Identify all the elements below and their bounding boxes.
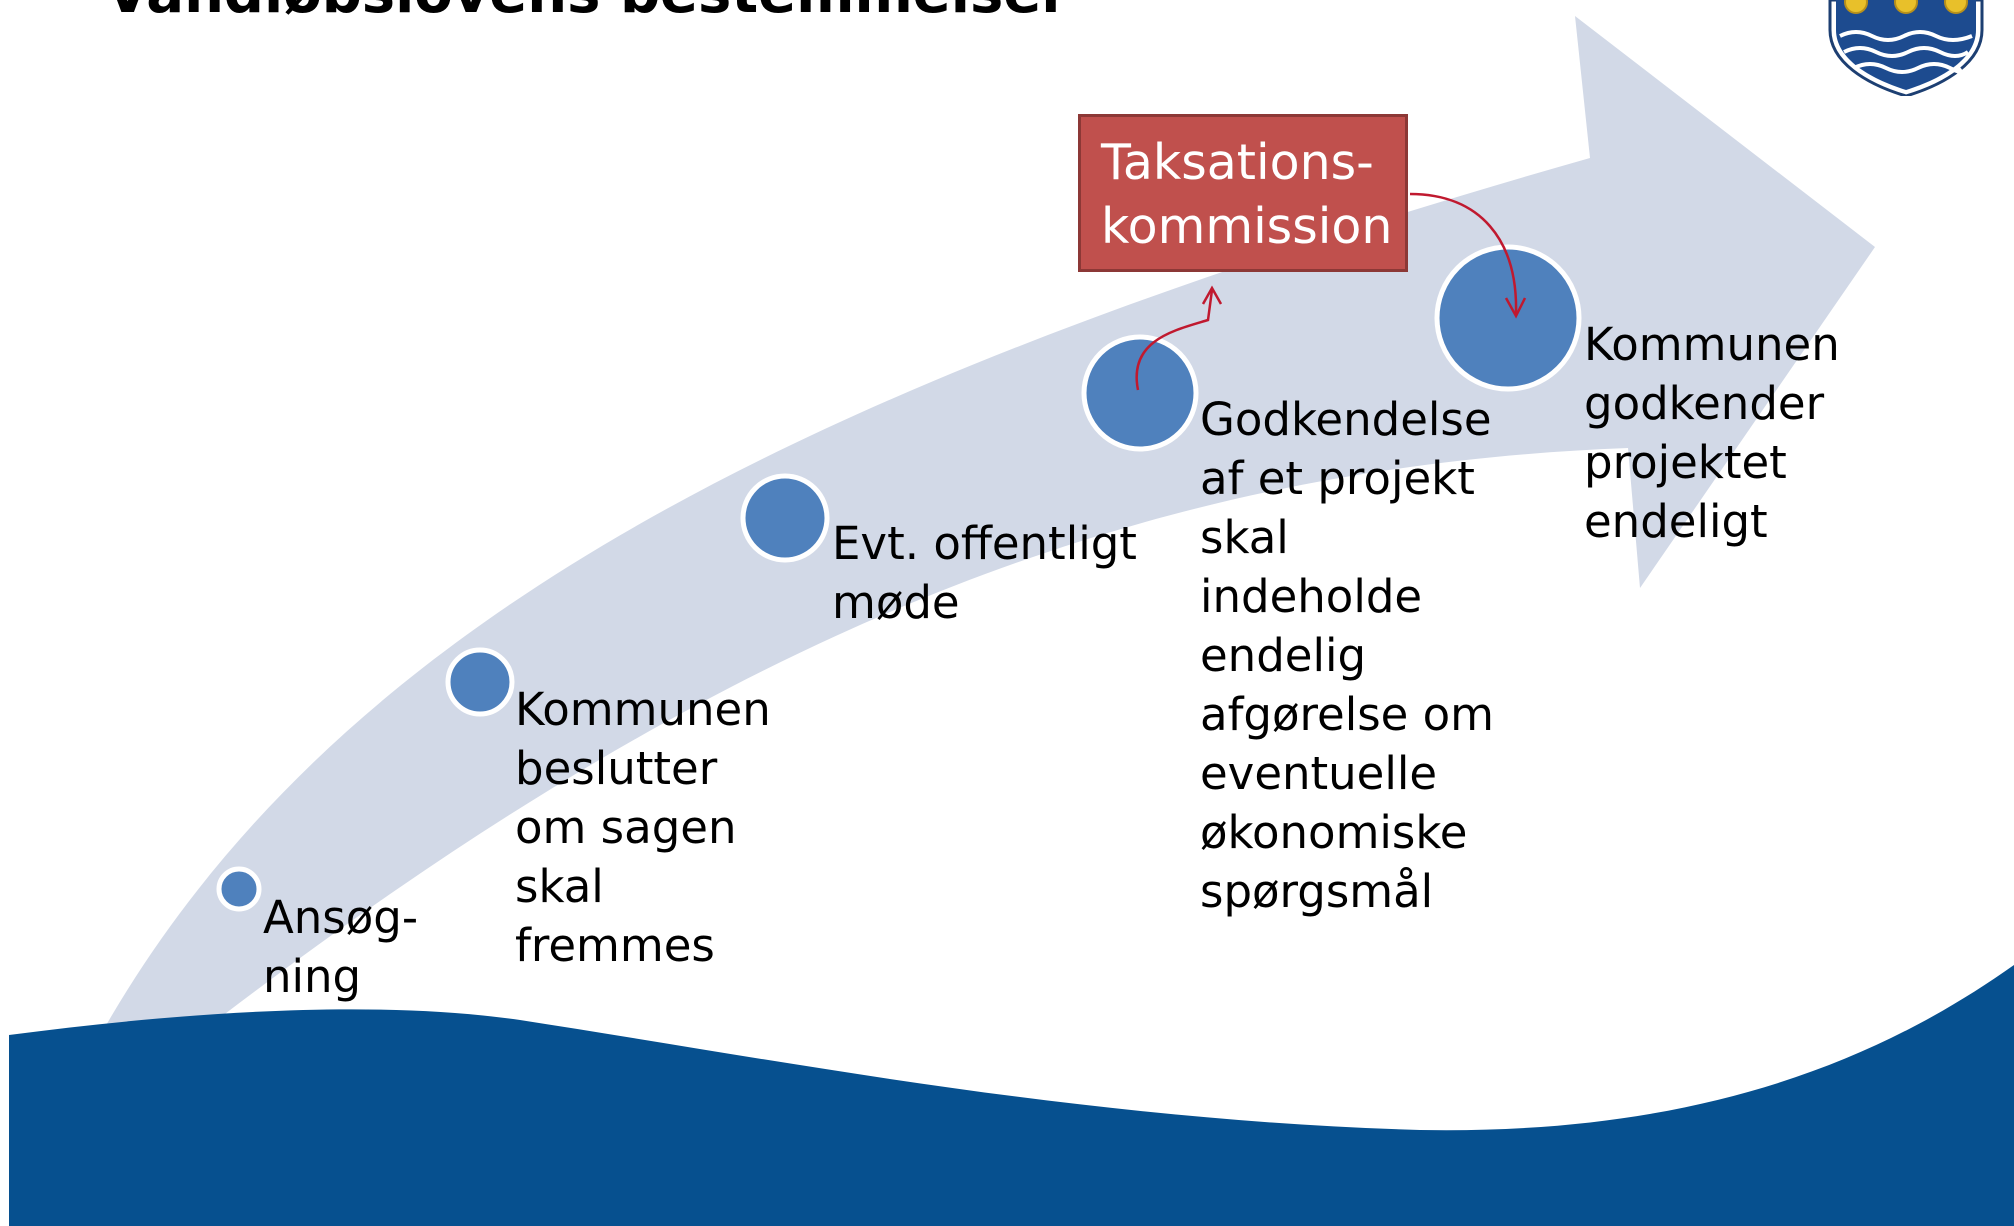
commission-box: Taksations- kommission: [1078, 114, 1408, 272]
step-label-line: Kommunen: [515, 683, 771, 736]
crest-logo-icon: [1828, 0, 1984, 96]
step-label-line: beslutter: [515, 742, 718, 795]
step-label-final-approval: Kommunen godkender projektet endeligt: [1584, 315, 1840, 551]
step-circle-3: [740, 473, 830, 563]
step-circle-5: [1434, 244, 1582, 392]
step-label-line: afgørelse om: [1200, 688, 1495, 741]
step-label-line: Evt. offentligt: [832, 517, 1137, 570]
step-label-line: projektet: [1584, 436, 1787, 489]
step-label-decision: Kommunen beslutter om sagen skal fremmes: [515, 680, 771, 975]
connector-to-final-step: [1409, 192, 1518, 315]
step-circle-1: [216, 866, 262, 912]
step-label-line: møde: [832, 576, 960, 629]
step-label-line: økonomiske: [1200, 806, 1468, 859]
step-label-line: endelig: [1200, 629, 1367, 682]
step-label-line: af et projekt: [1200, 452, 1475, 505]
connector-arrowhead-down: [1504, 297, 1527, 319]
step-label-line: Kommunen: [1584, 318, 1840, 371]
step-circle-4: [1081, 334, 1199, 452]
step-circle-2: [445, 647, 515, 717]
step-label-line: godkender: [1584, 377, 1825, 430]
bottom-wave: [9, 965, 2014, 1226]
step-label-line: Ansøg-: [263, 891, 419, 944]
connector-to-commission: [1135, 289, 1214, 391]
step-label-line: ning: [263, 950, 362, 1003]
slide-title: Vandløbslovens bestemmelser: [106, 0, 1069, 27]
step-label-application: Ansøg- ning: [263, 888, 418, 1006]
step-label-line: skal: [515, 860, 604, 913]
step-label-line: om sagen: [515, 801, 737, 854]
step-label-approval: Godkendelse af et projekt skal indeholde…: [1200, 390, 1494, 921]
step-label-line: indeholde: [1200, 570, 1423, 623]
step-label-public-meeting: Evt. offentligt møde: [832, 514, 1137, 632]
step-label-line: fremmes: [515, 919, 715, 972]
step-label-line: Godkendelse: [1200, 393, 1492, 446]
commission-box-line: Taksations-: [1101, 134, 1374, 191]
step-label-line: eventuelle: [1200, 747, 1438, 800]
commission-box-line: kommission: [1101, 198, 1393, 255]
step-label-line: endeligt: [1584, 495, 1768, 548]
step-label-line: skal: [1200, 511, 1289, 564]
progress-arrow: [38, 16, 1875, 1162]
connector-arrowhead-up: [1201, 285, 1223, 305]
step-label-line: spørgsmål: [1200, 865, 1434, 918]
